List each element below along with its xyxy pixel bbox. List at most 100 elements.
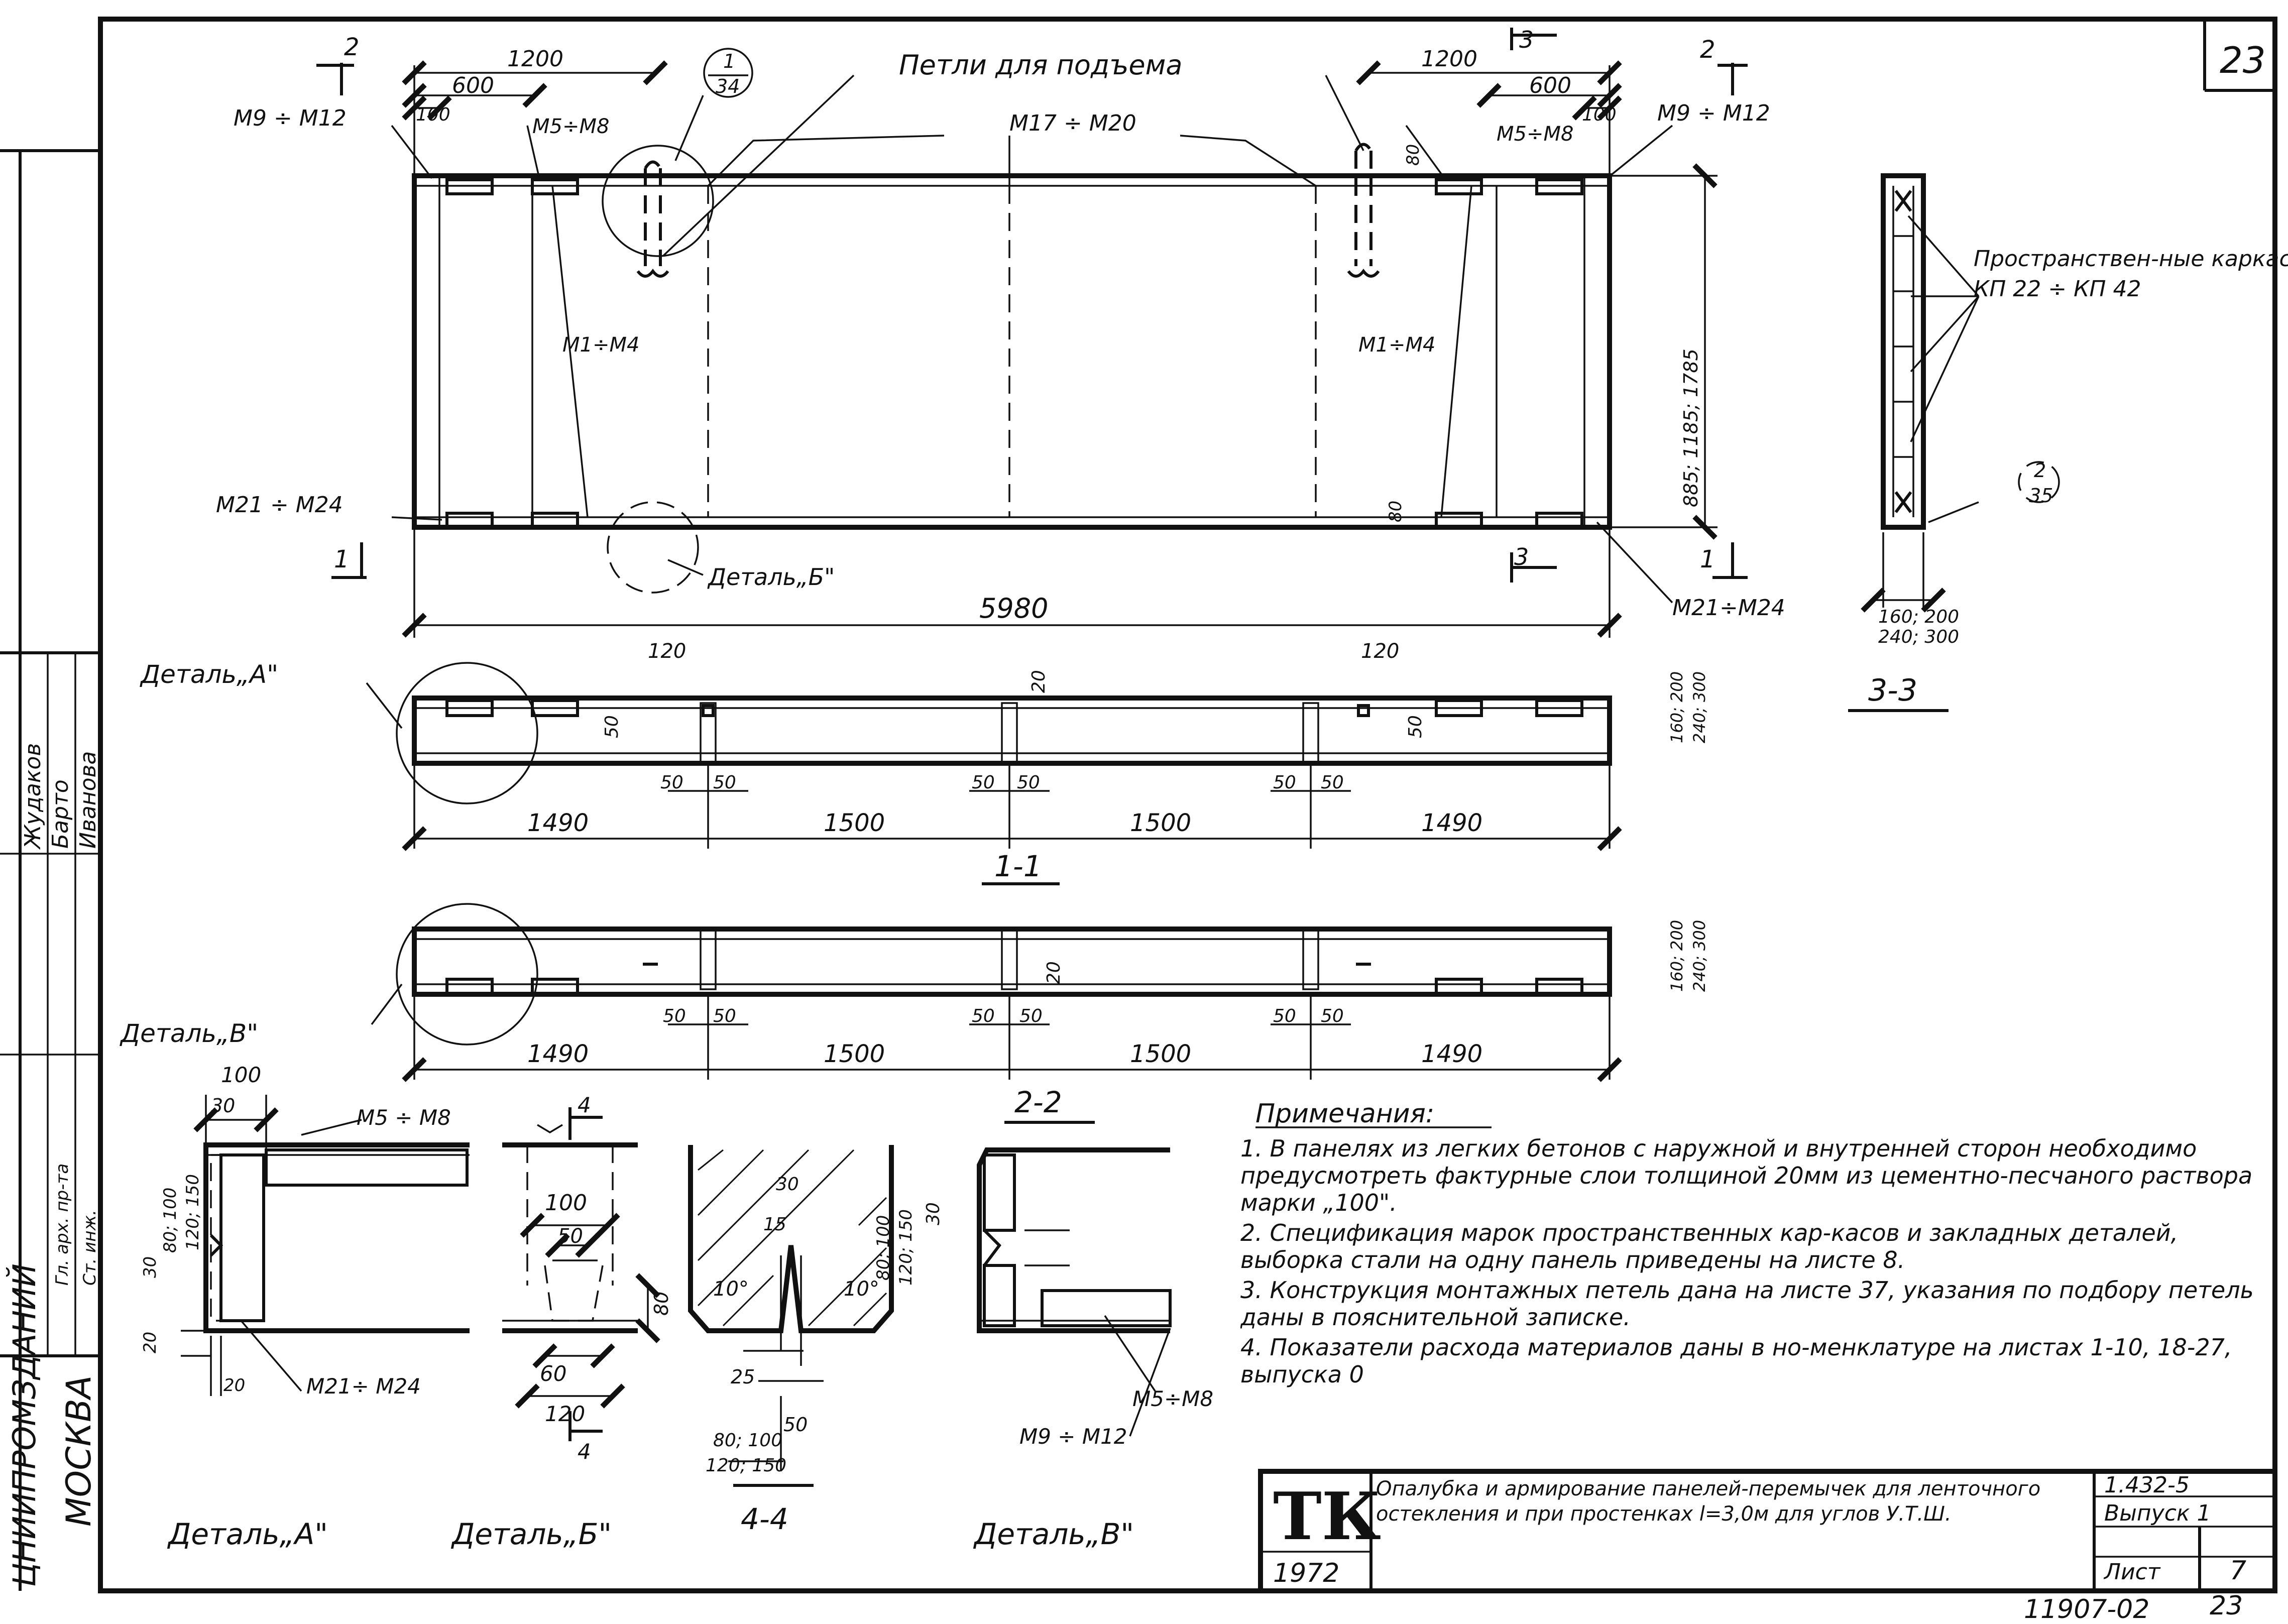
- note-2: 2. Спецификация марок пространственных к…: [1240, 1219, 2179, 1273]
- det-b-60: 60: [540, 1361, 566, 1386]
- dim-50-a: 50: [660, 772, 683, 793]
- det-v-80-100: 80; 100: [873, 1215, 893, 1281]
- detail-a-drawing: [181, 1095, 470, 1396]
- thickness-1-1-b: 240; 300: [1690, 671, 1709, 743]
- s44-120-150: 120; 150: [706, 1455, 786, 1476]
- ref-1-num: 1: [723, 50, 735, 72]
- det-a-m21-m24: М21÷ М24: [306, 1374, 421, 1399]
- dim-20-v: 20: [1028, 670, 1049, 693]
- section-3-3-label: 3-3: [1868, 673, 1917, 708]
- seg2-4: 1490: [1421, 1040, 1482, 1068]
- ref-1-sheet: 34: [716, 75, 740, 97]
- det-a-30-side: 30: [140, 1256, 160, 1278]
- cut-3-top: 3: [1519, 26, 1534, 53]
- detail-a-label: Деталь„А": [167, 1517, 328, 1551]
- series-code: 1.432-5: [2104, 1472, 2190, 1498]
- mark-m21-m24-left: М21 ÷ М24: [216, 492, 343, 518]
- seg2-1: 1490: [527, 1040, 589, 1068]
- seg-3: 1500: [1130, 809, 1191, 837]
- mark-m5-m8-left: М5÷М8: [532, 115, 609, 138]
- det-a-120-150: 120; 150: [183, 1174, 203, 1250]
- cut-2-right: 2: [1700, 36, 1715, 64]
- detail-a-ref: Деталь„А": [140, 660, 278, 689]
- dim-overall: 5980: [979, 593, 1048, 624]
- notes-heading: Примечания:: [1255, 1099, 1434, 1129]
- s44-angle-l: 10°: [713, 1278, 749, 1301]
- mark-m9-m12-right: М9 ÷ М12: [1657, 100, 1770, 126]
- dim-50-v-left: 50: [602, 715, 622, 738]
- cut-2-left: 2: [344, 33, 360, 61]
- mark-m17-m20: М17 ÷ М20: [1009, 110, 1136, 136]
- dim-50-2b: 50: [713, 1006, 736, 1026]
- sheet-label: Лист: [2103, 1559, 2161, 1585]
- detail-v-ref: Деталь„В": [120, 1019, 258, 1048]
- seg-1: 1490: [527, 809, 589, 837]
- note-1: 1. В панелях из легких бетонов с наружно…: [1240, 1135, 2253, 1216]
- cut-1-left: 1: [334, 545, 350, 573]
- note-3: 3. Конструкция монтажных петель дана на …: [1240, 1277, 2254, 1331]
- dim-height: 885; 1185; 1785: [1680, 349, 1702, 507]
- signature-2: Барто: [48, 779, 73, 849]
- thickness-2-2: 160; 200: [1667, 920, 1686, 992]
- s44-15: 15: [763, 1214, 786, 1235]
- det-a-20-side: 20: [223, 1375, 245, 1396]
- thickness-1-1: 160; 200: [1667, 671, 1686, 743]
- dim-50-b: 50: [713, 772, 736, 793]
- dim-600-left: 600: [452, 73, 494, 98]
- org-logo: ТК: [1273, 1478, 1381, 1555]
- s44-30: 30: [776, 1174, 799, 1195]
- dim-50-v-right: 50: [1405, 715, 1426, 738]
- mark-m5-m8-right: М5÷М8: [1497, 123, 1573, 146]
- mark-m1-m4-left: М1÷М4: [562, 333, 639, 357]
- section-1-1-label: 1-1: [994, 849, 1042, 883]
- dim-50-2e: 50: [1273, 1006, 1296, 1026]
- s44-25: 25: [731, 1366, 755, 1388]
- notes-list: 1. В панелях из легких бетонов с наружно…: [1240, 1135, 2254, 1388]
- mark-m21-m24-right: М21÷М24: [1672, 595, 1785, 621]
- section-2-2-drawing: [371, 903, 1622, 1082]
- dim-100-right: 100: [1582, 104, 1617, 125]
- dim-80-bot: 80: [1386, 501, 1406, 522]
- det-a-20-bot: 20: [140, 1332, 160, 1353]
- seg2-3: 1500: [1130, 1040, 1191, 1068]
- det-b-100: 100: [545, 1190, 587, 1216]
- sheet-frame: [0, 17, 2277, 1593]
- dim-50-2f: 50: [1321, 1006, 1344, 1026]
- dim-50-2d: 50: [1019, 1006, 1043, 1026]
- frames-range: КП 22 ÷ КП 42: [1974, 276, 2141, 302]
- signature-3: Иванова: [75, 751, 101, 849]
- detail-b-ref: Деталь„Б": [707, 563, 835, 591]
- dim-80-top: 80: [1403, 144, 1423, 166]
- frames-note: Пространствен-ные каркасы: [1974, 246, 2288, 272]
- section-4-4-drawing: [688, 1145, 894, 1487]
- dim-1200-right: 1200: [1421, 46, 1477, 72]
- title-text: Опалубка и армирование панелей-перемычек…: [1376, 1477, 2040, 1526]
- det-a-100: 100: [221, 1063, 261, 1087]
- det-v-30: 30: [923, 1202, 944, 1225]
- dim-50-2a: 50: [663, 1006, 686, 1026]
- dim-50-f: 50: [1321, 772, 1344, 793]
- dim-100-left: 100: [416, 104, 450, 125]
- inventory-no: 11907-02: [2024, 1594, 2149, 1624]
- mark-m1-m4-right: М1÷М4: [1358, 333, 1435, 357]
- mark-m9-m12-left: М9 ÷ М12: [234, 105, 347, 131]
- dim-120-left: 120: [648, 640, 686, 663]
- role-1: Гл. арх. пр-та: [52, 1164, 72, 1286]
- det-b-120: 120: [545, 1402, 585, 1426]
- dim-20-2-2: 20: [1044, 961, 1064, 984]
- s44-angle-r: 10°: [844, 1278, 879, 1301]
- ref-2-sheet: 35: [2029, 485, 2053, 507]
- panel-plan: [316, 28, 1748, 638]
- width-dims-2: 240; 300: [1878, 627, 1959, 647]
- org-side-text: ЦНИИПРОМЗДАНИЙ: [6, 1263, 43, 1587]
- note-4: 4. Показатели расхода материалов даны в …: [1240, 1334, 2232, 1388]
- dim-1200-left: 1200: [507, 46, 563, 72]
- sheet-number: 7: [2230, 1556, 2246, 1586]
- det-v-120-150: 120; 150: [896, 1209, 916, 1286]
- inventory-page: 23: [2210, 1591, 2243, 1621]
- dim-50-d: 50: [1017, 772, 1040, 793]
- det-a-30: 30: [211, 1095, 235, 1117]
- width-dims: 160; 200: [1878, 607, 1959, 627]
- page-number: 23: [2220, 39, 2266, 81]
